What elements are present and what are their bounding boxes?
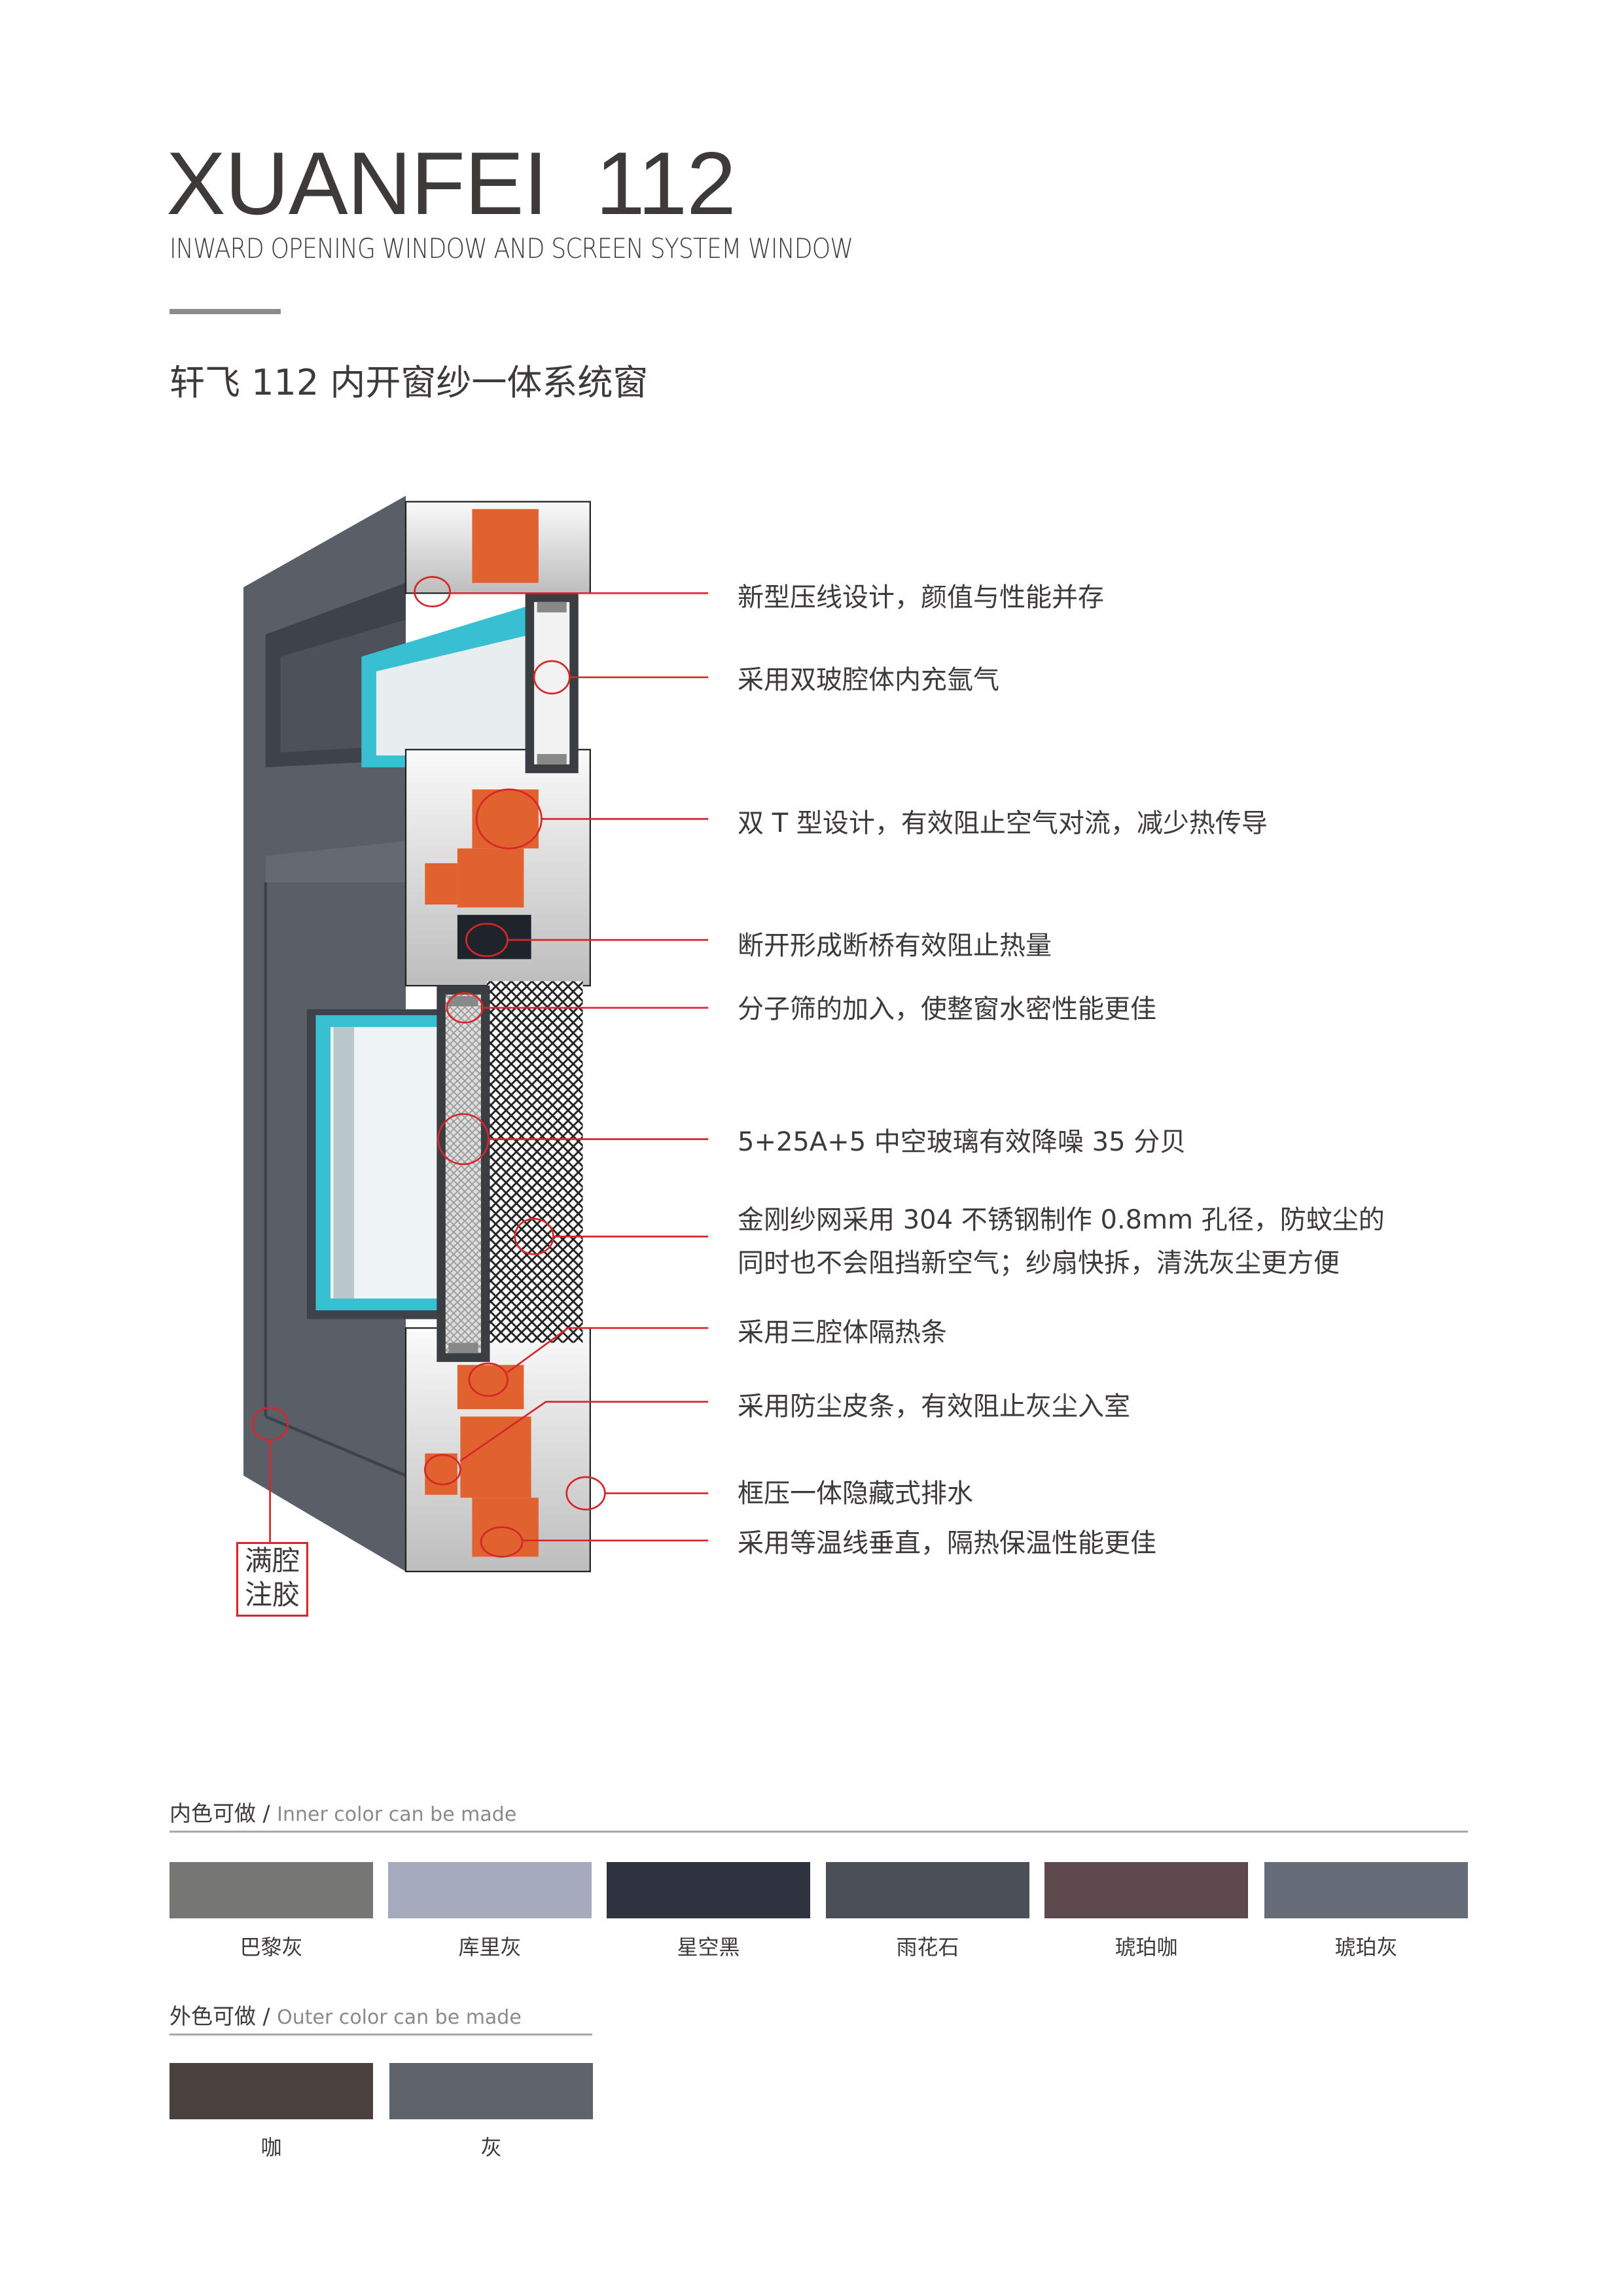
color-swatch (389, 2063, 593, 2119)
title-divider (169, 309, 281, 314)
inner-color-heading: 内色可做 / Inner color can be made (169, 1796, 516, 1827)
inner-color-divider (169, 1831, 1468, 1833)
color-swatch-label: 琥珀灰 (1334, 1935, 1398, 1960)
inner-color-heading-en: Inner color can be made (277, 1803, 517, 1826)
feature-note: 采用双玻腔体内充氩气 (738, 665, 999, 695)
feature-note: 金刚纱网采用 304 不锈钢制作 0.8mm 孔径，防蚊尘的 (738, 1205, 1385, 1235)
outer-color-heading-cn: 外色可做 / (169, 2003, 270, 2029)
feature-note: 同时也不会阻挡新空气；纱扇快拆，清洗灰尘更方便 (738, 1248, 1340, 1278)
color-swatch-label: 琥珀咖 (1115, 1935, 1178, 1960)
label-line-1: 满腔 (244, 1545, 300, 1577)
outer-color-divider (169, 2034, 592, 2036)
color-swatch (388, 1862, 592, 1918)
feature-note: 采用等温线垂直，隔热保温性能更佳 (738, 1528, 1156, 1558)
outer-color-heading-en: Outer color can be made (277, 2006, 522, 2029)
feature-note: 断开形成断桥有效阻止热量 (738, 931, 1052, 961)
label-line-2: 注胶 (244, 1579, 300, 1611)
callout-markers (251, 576, 709, 1558)
color-swatch-label: 雨花石 (896, 1935, 959, 1960)
feature-note: 新型压线设计，颜值与性能并存 (738, 583, 1104, 613)
product-title-cn: 轩飞 112 内开窗纱一体系统窗 (169, 362, 649, 403)
color-swatch-label: 星空黑 (677, 1935, 740, 1960)
product-title: XUANFEI 112 (166, 134, 736, 233)
feature-note: 分子筛的加入，使整窗水密性能更佳 (738, 994, 1156, 1024)
color-swatch-label: 灰 (480, 2135, 502, 2160)
feature-note: 5+25A+5 中空玻璃有效降噪 35 分贝 (738, 1127, 1186, 1157)
full-cavity-glue-label: 满腔 注胶 (236, 1542, 308, 1617)
inner-color-heading-cn: 内色可做 / (169, 1801, 270, 1826)
color-swatch-label: 巴黎灰 (240, 1935, 303, 1960)
feature-note: 采用三腔体隔热条 (738, 1318, 947, 1348)
feature-note: 采用防尘皮条，有效阻止灰尘入室 (738, 1391, 1130, 1422)
color-swatch (826, 1862, 1029, 1918)
color-swatch (169, 1862, 373, 1918)
color-swatch-label: 库里灰 (458, 1935, 522, 1960)
color-swatch (1264, 1862, 1468, 1918)
color-swatch (607, 1862, 810, 1918)
color-swatch (1044, 1862, 1248, 1918)
color-swatch (169, 2063, 373, 2119)
feature-note: 双 T 型设计，有效阻止空气对流，减少热传导 (738, 808, 1268, 838)
color-swatch-label: 咖 (260, 2135, 282, 2160)
outer-color-heading: 外色可做 / Outer color can be made (169, 1999, 522, 2030)
feature-note: 框压一体隐藏式排水 (738, 1479, 973, 1509)
product-subtitle: INWARD OPENING WINDOW AND SCREEN SYSTEM … (169, 232, 853, 264)
